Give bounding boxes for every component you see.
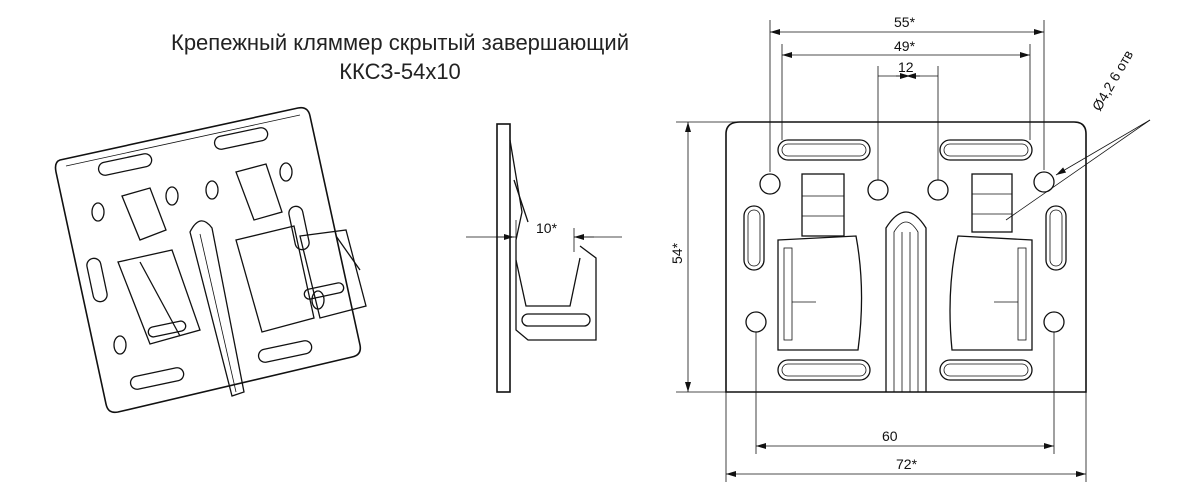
dim-width-top-outer: 55* [894, 14, 916, 30]
title-line-1: Крепежный кляммер скрытый завершающий [171, 30, 629, 55]
dim-center-gap: 12 [898, 59, 914, 75]
dim-hole-note: Ø4,2 6 отв [1089, 47, 1136, 113]
front-view [725, 121, 1087, 393]
dim-hole-span: 60 [882, 428, 898, 444]
isometric-view [54, 106, 367, 414]
dim-overall-width: 72* [896, 456, 918, 472]
title-line-2: ККСЗ-54х10 [339, 59, 461, 84]
dim-height: 54* [669, 242, 685, 264]
dim-width-top-inner: 49* [894, 38, 916, 54]
drawing-title: Крепежный кляммер скрытый завершающий КК… [120, 28, 680, 86]
dim-side-depth: 10* [536, 220, 558, 236]
side-view: 10* [466, 123, 622, 393]
